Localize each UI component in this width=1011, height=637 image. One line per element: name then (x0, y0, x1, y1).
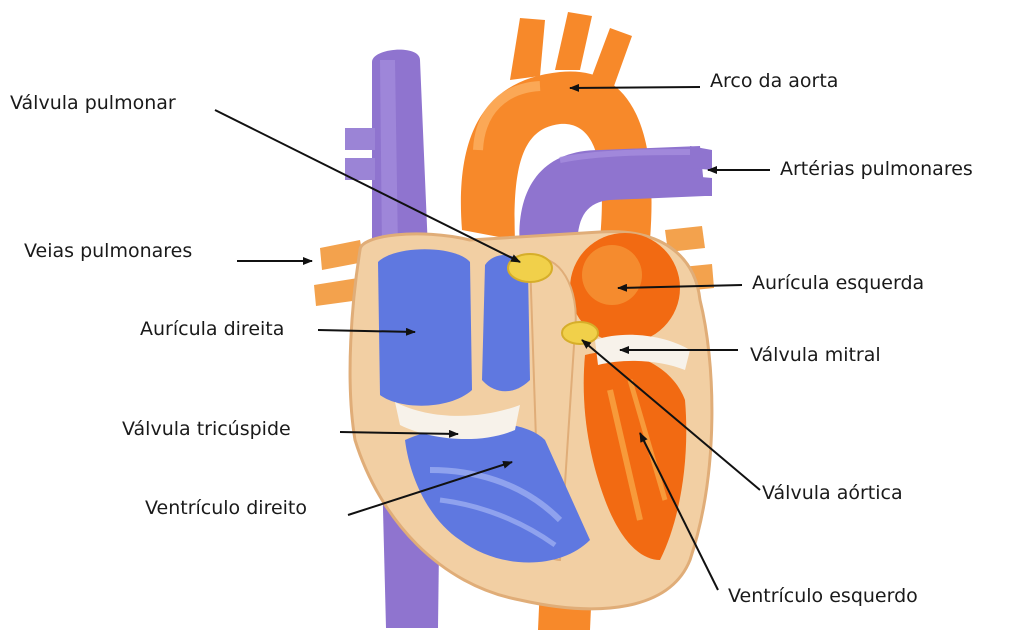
label-valvula-mitral: Válvula mitral (750, 344, 881, 366)
label-ventriculo-direito: Ventrículo direito (145, 497, 307, 519)
right-atrium (378, 249, 472, 405)
label-arterias-pulmonares: Artérias pulmonares (780, 158, 973, 180)
leader-arco-da-aorta (570, 87, 700, 88)
label-auricula-direita: Aurícula direita (140, 318, 284, 340)
label-valvula-tricuspide: Válvula tricúspide (122, 418, 291, 440)
aortic-valve (562, 322, 598, 344)
label-auricula-esquerda: Aurícula esquerda (752, 272, 924, 294)
label-valvula-pulmonar: Válvula pulmonar (10, 92, 176, 114)
label-valvula-aortica: Válvula aórtica (762, 482, 903, 504)
label-arco-da-aorta: Arco da aorta (710, 70, 838, 92)
label-veias-pulmonares: Veias pulmonares (24, 240, 192, 262)
superior-vena-cava (345, 50, 428, 250)
label-ventriculo-esquerdo: Ventrículo esquerdo (728, 585, 918, 607)
